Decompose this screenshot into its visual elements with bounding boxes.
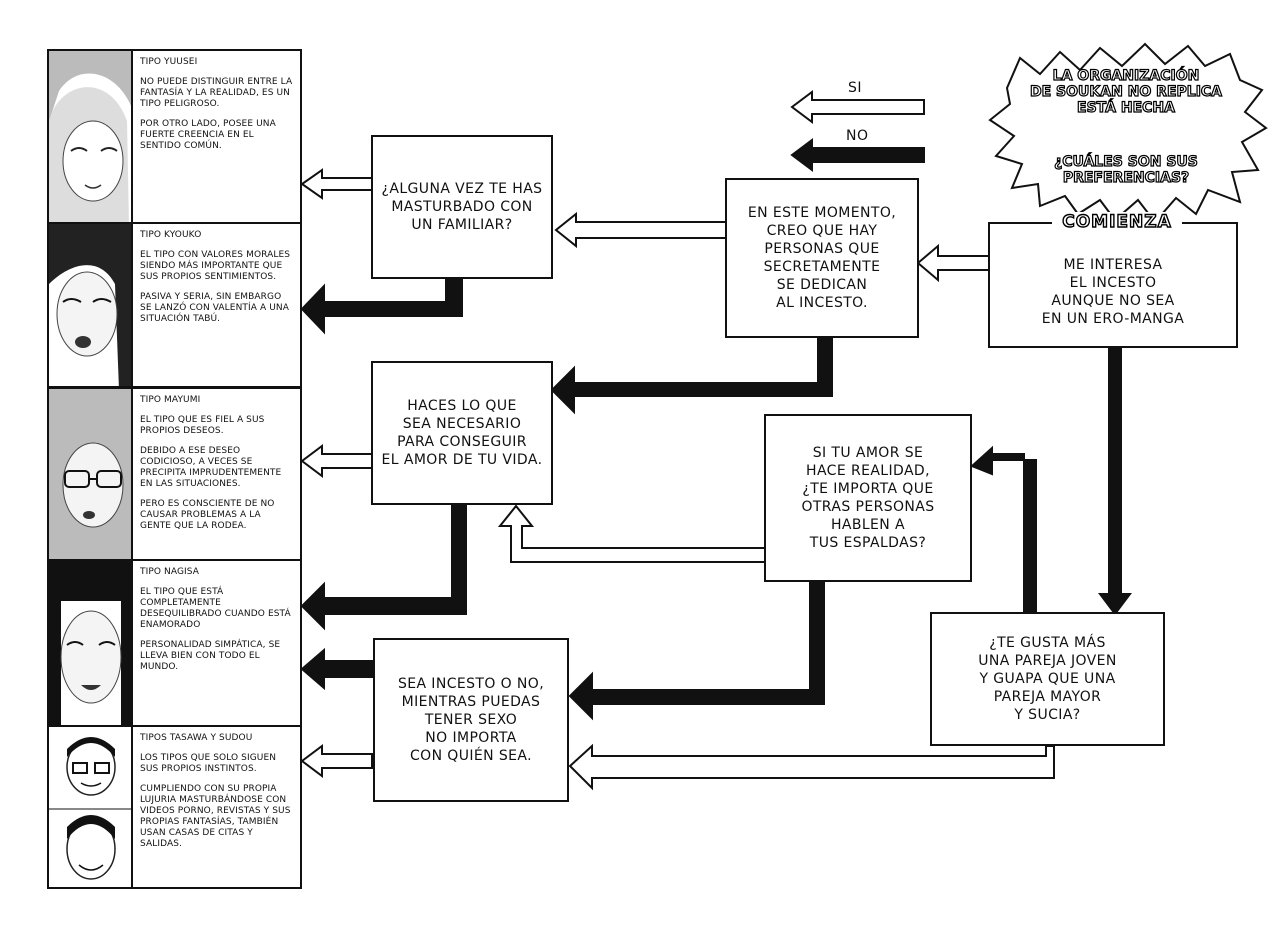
type-nagisa-desc-1: EL TIPO QUE ESTÁ COMPLETAMENTE DESEQUILI…: [140, 587, 291, 630]
portrait-mayumi: [49, 389, 133, 559]
node-secret-text: EN ESTE MOMENTO, CREO QUE HAY PERSONAS Q…: [747, 205, 897, 311]
type-mayumi-desc-3: PERO ES CONSCIENTE DE NO CAUSAR PROBLEMA…: [140, 499, 275, 531]
banner-question: ¿CUÁLES SON SUS PREFERENCIAS?: [1054, 153, 1199, 186]
type-nagisa-text: TIPO NAGISA EL TIPO QUE ESTÁ COMPLETAMEN…: [140, 567, 294, 682]
type-nagisa-name: TIPO NAGISA: [140, 567, 200, 577]
node-start: ME INTERESA EL INCESTO AUNQUE NO SEA EN …: [988, 222, 1238, 348]
arrow-secret-to-haces: [550, 336, 833, 415]
arrow-pareja-to-incesto-no: [568, 743, 1055, 791]
starburst-banner: [988, 42, 1268, 224]
arrow-start-to-pareja: [1098, 347, 1132, 616]
type-tasawa-sudou-name: TIPOS TASAWA Y SUDOU: [140, 733, 253, 743]
arrow-masturbado-to-kyouko: [300, 277, 463, 335]
arrow-incesto-no-to-tasawa: [300, 744, 373, 778]
type-panel-mayumi: TIPO MAYUMI EL TIPO QUE ES FIEL A SUS PR…: [47, 387, 302, 561]
type-yuusei-desc-1: NO PUEDE DISTINGUIR ENTRE LA FANTASÍA Y …: [140, 77, 293, 109]
portrait-tasawa-sudou: [49, 727, 133, 887]
type-panel-yuusei: TIPO YUUSEI NO PUEDE DISTINGUIR ENTRE LA…: [47, 49, 302, 224]
node-secret: EN ESTE MOMENTO, CREO QUE HAY PERSONAS Q…: [725, 178, 919, 338]
type-tasawa-sudou-desc-2: CUMPLIENDO CON SU PROPIA LUJURIA MASTURB…: [140, 784, 291, 849]
portrait-nagisa: [49, 561, 133, 725]
arrow-haces-to-mayumi: [300, 444, 373, 478]
legend-no-label: NO: [846, 128, 869, 144]
legend-no-arrow: [790, 138, 925, 172]
type-kyouko-name: TIPO KYOUKO: [140, 230, 202, 240]
node-masturbado-text: ¿ALGUNA VEZ TE HAS MASTURBADO CON UN FAM…: [381, 181, 543, 233]
node-masturbado: ¿ALGUNA VEZ TE HAS MASTURBADO CON UN FAM…: [371, 135, 553, 279]
node-amor: SI TU AMOR SE HACE REALIDAD, ¿TE IMPORTA…: [764, 414, 972, 582]
legend-yes-arrow: [790, 90, 925, 124]
arrow-amor-to-haces: [497, 504, 767, 563]
arrow-start-to-secret: [916, 243, 991, 283]
type-tasawa-sudou-text: TIPOS TASAWA Y SUDOU LOS TIPOS QUE SOLO …: [140, 733, 294, 859]
type-panel-nagisa: TIPO NAGISA EL TIPO QUE ESTÁ COMPLETAMEN…: [47, 559, 302, 727]
type-kyouko-text: TIPO KYOUKO EL TIPO CON VALORES MORALES …: [140, 230, 294, 334]
node-amor-text: SI TU AMOR SE HACE REALIDAD, ¿TE IMPORTA…: [801, 445, 935, 551]
type-mayumi-desc-2: DEBIDO A ESE DESEO CODICIOSO, A VECES SE…: [140, 446, 282, 489]
node-pareja: ¿TE GUSTA MÁS UNA PAREJA JOVEN Y GUAPA Q…: [930, 612, 1165, 746]
type-yuusei-name: TIPO YUUSEI: [140, 57, 198, 67]
type-tasawa-sudou-desc-1: LOS TIPOS QUE SOLO SIGUEN SUS PROPIOS IN…: [140, 753, 277, 774]
type-panel-tasawa-sudou: TIPOS TASAWA Y SUDOU LOS TIPOS QUE SOLO …: [47, 725, 302, 889]
type-yuusei-desc-2: POR OTRO LADO, POSEE UNA FUERTE CREENCIA…: [140, 119, 276, 151]
node-haces: HACES LO QUE SEA NECESARIO PARA CONSEGUI…: [371, 361, 553, 505]
arrow-incesto-no-to-nagisa: [300, 647, 373, 691]
arrow-pareja-to-amor: [970, 445, 1037, 613]
node-haces-text: HACES LO QUE SEA NECESARIO PARA CONSEGUI…: [381, 398, 543, 468]
arrow-secret-to-masturbado: [554, 211, 727, 249]
legend-yes-label: SI: [848, 80, 863, 96]
arrow-amor-to-incesto-no: [568, 581, 825, 721]
type-panel-kyouko: TIPO KYOUKO EL TIPO CON VALORES MORALES …: [47, 222, 302, 388]
node-incesto-no-text: SEA INCESTO O NO, MIENTRAS PUEDAS TENER …: [397, 676, 545, 764]
type-yuusei-text: TIPO YUUSEI NO PUEDE DISTINGUIR ENTRE LA…: [140, 57, 294, 161]
node-incesto-no: SEA INCESTO O NO, MIENTRAS PUEDAS TENER …: [373, 638, 569, 802]
portrait-kyouko: [49, 224, 133, 386]
type-nagisa-desc-2: PERSONALIDAD SIMPÁTICA, SE LLEVA BIEN CO…: [140, 640, 281, 672]
type-kyouko-desc-2: PASIVA Y SERIA, SIN EMBARGO SE LANZÓ CON…: [140, 292, 289, 324]
arrow-masturbado-to-yuusei: [300, 168, 373, 200]
node-start-text: ME INTERESA EL INCESTO AUNQUE NO SEA EN …: [1041, 257, 1185, 327]
node-pareja-text: ¿TE GUSTA MÁS UNA PAREJA JOVEN Y GUAPA Q…: [978, 635, 1117, 723]
start-label: COMIENZA: [1052, 211, 1182, 233]
type-mayumi-text: TIPO MAYUMI EL TIPO QUE ES FIEL A SUS PR…: [140, 395, 294, 541]
type-mayumi-name: TIPO MAYUMI: [140, 395, 201, 405]
type-kyouko-desc-1: EL TIPO CON VALORES MORALES SIENDO MÁS I…: [140, 250, 291, 282]
type-mayumi-desc-1: EL TIPO QUE ES FIEL A SUS PROPIOS DESEOS…: [140, 415, 265, 436]
banner-title: LA ORGANIZACIÓN DE SOUKAN NO REPLICA EST…: [1029, 67, 1223, 116]
portrait-yuusei: [49, 51, 133, 222]
arrow-haces-to-nagisa: [300, 504, 467, 631]
